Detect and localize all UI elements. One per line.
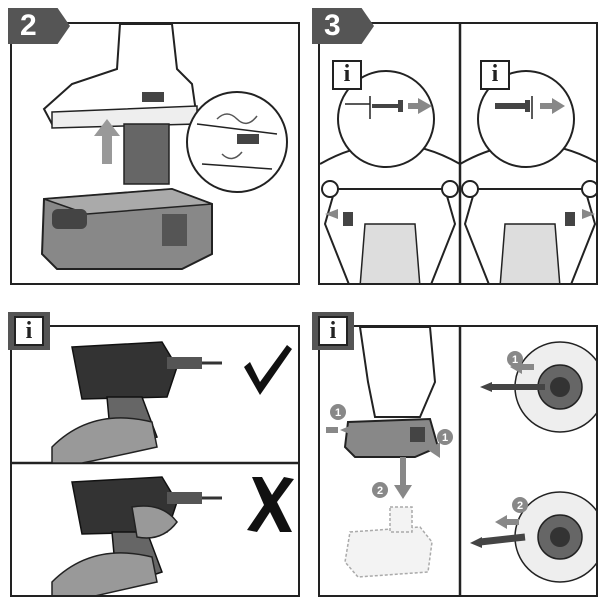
cross-mark-icon bbox=[247, 477, 294, 532]
step-3-illustration bbox=[320, 24, 596, 283]
info-icon: i bbox=[332, 60, 362, 90]
info-icon: i bbox=[318, 316, 348, 346]
insert-arrow-icon bbox=[94, 119, 120, 164]
bit-callout-1-badge bbox=[507, 351, 523, 367]
bit-callout-2-badge bbox=[512, 497, 528, 513]
callout-1b-badge bbox=[437, 429, 453, 445]
remove-panel: 1 1 2 1 2 bbox=[318, 325, 598, 597]
bit-callout-1-text: 1 bbox=[512, 354, 518, 366]
callout-1-text: 1 bbox=[335, 407, 341, 419]
callout-1b-text: 1 bbox=[442, 432, 448, 444]
step-2-number: 2 bbox=[20, 9, 37, 42]
bit-removal-drawing bbox=[470, 341, 596, 583]
release-button bbox=[142, 92, 164, 102]
bit-callout-2-text: 2 bbox=[517, 500, 523, 512]
info-icon: i bbox=[480, 60, 510, 90]
step-2-panel bbox=[10, 22, 300, 285]
remove-info-tag: i bbox=[312, 312, 354, 350]
step-3-number: 3 bbox=[324, 9, 341, 42]
step-3-tag: 3 bbox=[312, 8, 374, 44]
check-mark-icon bbox=[244, 345, 292, 395]
battery-removal-drawing bbox=[326, 327, 440, 578]
grip-info-tag: i bbox=[8, 312, 50, 350]
correct-grip-drawing bbox=[51, 341, 222, 464]
grip-illustration bbox=[12, 341, 298, 595]
callout-2-text: 2 bbox=[377, 485, 383, 497]
incorrect-grip-drawing bbox=[51, 476, 222, 595]
reverse-rotation-view bbox=[459, 70, 596, 283]
callout-2-badge bbox=[372, 482, 388, 498]
callout-1-badge bbox=[330, 404, 346, 420]
step-2-tag: 2 bbox=[8, 8, 70, 44]
info-icon: i bbox=[14, 316, 44, 346]
step-3-panel: i i bbox=[318, 22, 598, 285]
forward-rotation-view bbox=[320, 70, 461, 283]
step-2-illustration bbox=[40, 24, 288, 270]
remove-illustration: 1 1 2 1 2 bbox=[326, 327, 596, 595]
grip-panel bbox=[10, 325, 300, 597]
